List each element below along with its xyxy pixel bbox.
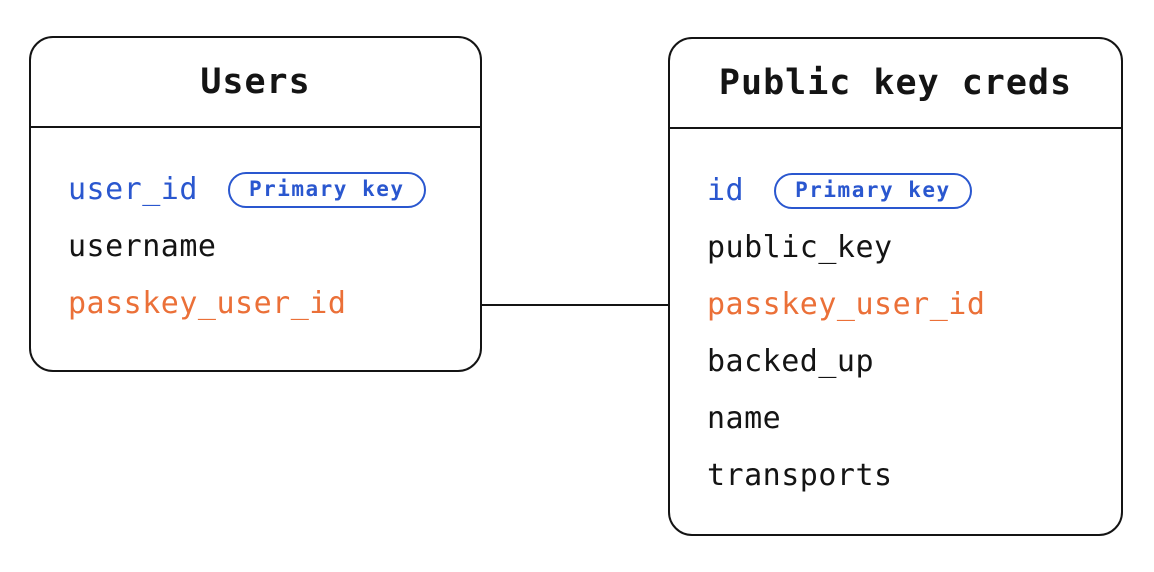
field-name: user_id	[68, 172, 198, 207]
field-row-user_id: user_id Primary key	[68, 161, 480, 218]
field-name: backed_up	[707, 344, 875, 379]
table-users-fields: user_id Primary key username passkey_user_i…	[31, 128, 480, 332]
field-name: username	[68, 229, 217, 264]
field-row-transports: transports	[707, 447, 1121, 504]
field-row-id: id Primary key	[707, 162, 1121, 219]
field-name: passkey_user_id	[707, 287, 986, 322]
relationship-line	[481, 304, 669, 306]
field-row-username: username	[68, 218, 480, 275]
table-public-key-creds: Public key creds id Primary key public_key…	[668, 37, 1123, 536]
field-name: passkey_user_id	[68, 286, 347, 321]
field-name: id	[707, 173, 745, 208]
field-row-passkey_user_id: passkey_user_id	[68, 275, 480, 332]
field-name: name	[707, 401, 782, 436]
field-row-passkey_user_id: passkey_user_id	[707, 276, 1121, 333]
field-row-public_key: public_key	[707, 219, 1121, 276]
field-name: transports	[707, 458, 893, 493]
table-users: Users user_id Primary key username passkey_…	[29, 36, 482, 372]
table-public-key-creds-title: Public key creds	[670, 39, 1121, 129]
field-row-backed_up: backed_up	[707, 333, 1121, 390]
field-name: public_key	[707, 230, 893, 265]
primary-key-badge: Primary key	[227, 171, 426, 208]
table-users-title: Users	[31, 38, 480, 128]
primary-key-badge: Primary key	[774, 172, 972, 209]
field-row-name: name	[707, 390, 1121, 447]
